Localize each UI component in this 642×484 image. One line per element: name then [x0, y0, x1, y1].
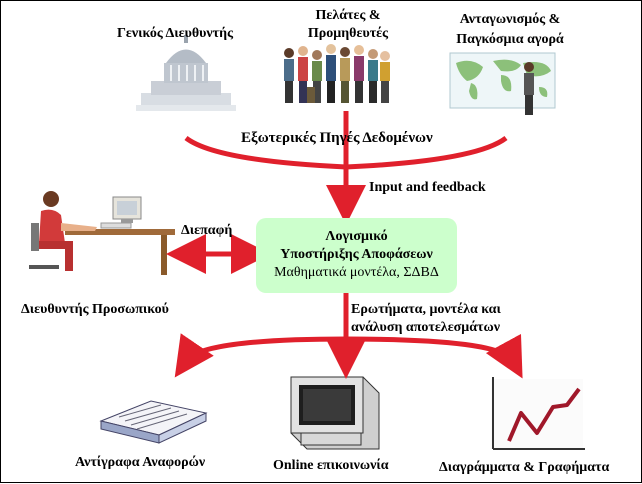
clients-label-line1: Πελάτες &: [315, 8, 381, 23]
data-flow-arrows: [166, 111, 523, 379]
queries-label-line2: ανάλυση αποτελεσμάτων: [351, 320, 500, 335]
dss-box: Λογισμικό Υποστήριξης Αποφάσεων Μαθηματι…: [256, 218, 457, 293]
woman-at-computer-icon: [29, 191, 175, 275]
line-chart-icon: [491, 377, 585, 450]
online-label: Online επικοινωνία: [273, 458, 389, 473]
interface-label: Διεπαφή: [181, 223, 233, 238]
world-map-icon: [449, 52, 556, 115]
reports-stack-icon: [99, 400, 208, 444]
charts-label: Διαγράμματα & Γραφήματα: [439, 460, 610, 475]
competition-label-line1: Ανταγωνισμός &: [459, 12, 561, 27]
competition-label-line2: Παγκόσμια αγορά: [456, 32, 564, 47]
queries-label-line1: Ερωτήματα, μοντέλα και: [351, 302, 501, 317]
external-sources-label: Εξωτερικές Πηγές Δεδομένων: [241, 130, 433, 146]
ceo-label: Γενικός Διευθυντής: [117, 26, 233, 41]
hr-manager-label: Διευθυντής Προσωπικού: [21, 302, 169, 317]
reports-label: Αντίγραφα Αναφορών: [75, 455, 206, 470]
dss-title-line2: Υποστήριξης Αποφάσεων: [280, 247, 433, 262]
input-feedback-label: Input and feedback: [369, 180, 486, 195]
capitol-building-icon: [136, 35, 236, 111]
clients-label-line2: Προμηθευτές: [307, 26, 389, 41]
dss-subtitle: Μαθηματικά μοντέλα, ΣΔΒΔ: [274, 265, 439, 280]
dss-title-line1: Λογισμικό: [325, 229, 388, 244]
people-group-icon: [284, 44, 390, 103]
computer-monitor-icon: [290, 376, 380, 450]
